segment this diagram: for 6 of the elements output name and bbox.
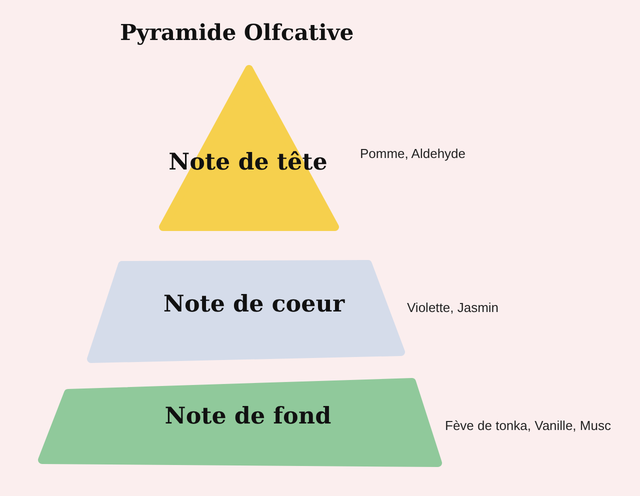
diagram-title: Pyramide Olfcative bbox=[120, 20, 354, 46]
ingredient-list: Pomme, Aldehyde bbox=[360, 146, 466, 161]
base-note-label: Note de fond bbox=[164, 402, 332, 430]
ingredient-list: Violette, Jasmin bbox=[407, 300, 499, 315]
ingredient-list: Fève de tonka, Vanille, Musc bbox=[445, 418, 611, 433]
heart-note-label: Note de coeur bbox=[163, 290, 345, 318]
